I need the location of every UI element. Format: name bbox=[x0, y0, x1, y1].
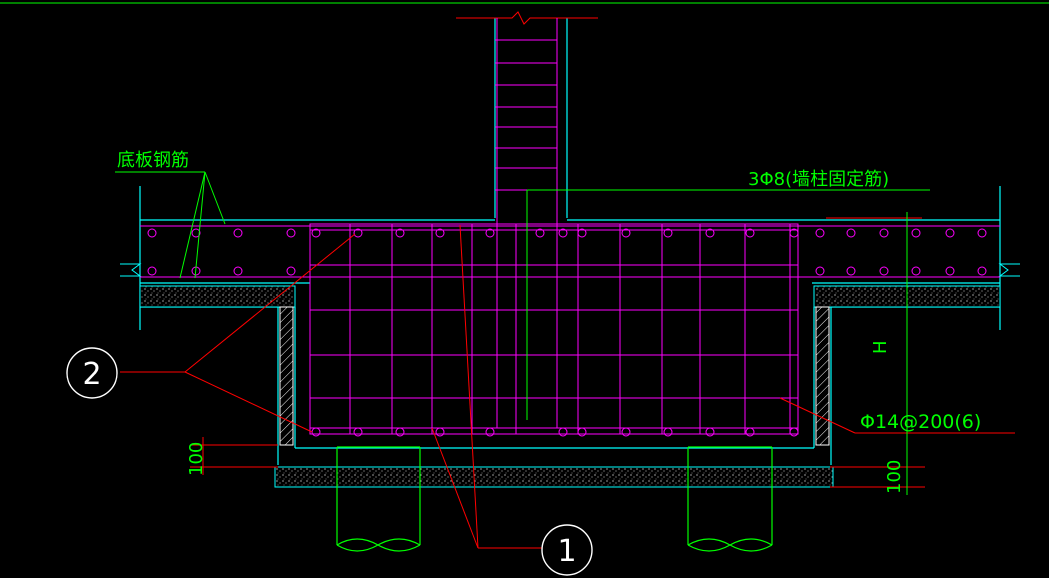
rebar-dot bbox=[286, 228, 296, 238]
pile-right bbox=[687, 446, 773, 552]
label-wall-column-rebar: 3Φ8(墙柱固定筋) bbox=[748, 169, 889, 190]
label-slab-rebar: 底板钢筋 bbox=[117, 150, 189, 171]
rebar-dot bbox=[815, 228, 825, 238]
leader-lines-callout-2 bbox=[120, 233, 356, 433]
rebar-dot bbox=[558, 427, 568, 437]
rebar-dot bbox=[435, 228, 445, 238]
callout-1: 1 bbox=[541, 524, 593, 576]
rebar-dot bbox=[945, 228, 955, 238]
rebar-dot bbox=[977, 228, 987, 238]
rebar-dot bbox=[435, 427, 445, 437]
rebar-dot bbox=[846, 266, 856, 276]
rebar-dot bbox=[911, 266, 921, 276]
rebar-dot bbox=[705, 228, 715, 238]
wall-vertical-rebar bbox=[496, 18, 558, 428]
rebar-dot bbox=[485, 228, 495, 238]
slab-outline bbox=[139, 186, 1001, 330]
rebar-dot bbox=[395, 228, 405, 238]
rebar-dot bbox=[535, 228, 545, 238]
rebar-dot bbox=[815, 266, 825, 276]
rebar-dot bbox=[621, 228, 631, 238]
dimension-left bbox=[190, 437, 278, 475]
pit-wall-hatch-left bbox=[279, 306, 294, 446]
rebar-dot bbox=[745, 228, 755, 238]
rebar-dot bbox=[353, 427, 363, 437]
pit-wall-hatch-right bbox=[815, 306, 830, 446]
rebar-dot bbox=[395, 427, 405, 437]
rebar-dot bbox=[945, 266, 955, 276]
rebar-dots bbox=[147, 228, 987, 437]
rebar-dot bbox=[846, 228, 856, 238]
callout-2-number: 2 bbox=[82, 357, 101, 392]
break-line-top bbox=[456, 11, 598, 25]
rebar-dot bbox=[789, 427, 799, 437]
slab-rebar-lines bbox=[140, 225, 1000, 278]
wall-horizontal-rebar bbox=[495, 39, 557, 191]
slab-break-symbols bbox=[120, 263, 1020, 277]
rebar-dot bbox=[911, 228, 921, 238]
blinding-layer-left bbox=[139, 285, 296, 308]
callout-1-number: 1 bbox=[557, 534, 576, 569]
label-dim-right: 100 bbox=[884, 460, 905, 494]
rebar-dot bbox=[577, 427, 587, 437]
rebar-dot bbox=[577, 228, 587, 238]
rebar-dot bbox=[286, 266, 296, 276]
pit-rebar-grid bbox=[309, 223, 799, 435]
leader-lines-callout-1 bbox=[431, 224, 542, 549]
rebar-dot bbox=[663, 427, 673, 437]
rebar-dot bbox=[789, 228, 799, 238]
rebar-dot bbox=[233, 228, 243, 238]
label-height-symbol: H bbox=[870, 340, 891, 354]
rebar-dot bbox=[879, 266, 889, 276]
rebar-dot bbox=[663, 228, 673, 238]
wall-column-fixing-rebar bbox=[526, 189, 930, 420]
rebar-dot bbox=[558, 228, 568, 238]
rebar-dot bbox=[485, 427, 495, 437]
rebar-dot bbox=[147, 228, 157, 238]
rebar-dot bbox=[705, 427, 715, 437]
rebar-dot bbox=[311, 228, 321, 238]
wall-column bbox=[494, 18, 568, 218]
pit-bottom-blinding bbox=[274, 466, 834, 488]
rebar-dot bbox=[353, 228, 363, 238]
rebar-dot bbox=[977, 266, 987, 276]
rebar-dot bbox=[233, 266, 243, 276]
pile-left bbox=[336, 446, 421, 552]
leader-lines-slab-rebar bbox=[115, 171, 226, 279]
rebar-dot bbox=[147, 266, 157, 276]
pit-outline bbox=[277, 307, 832, 465]
dimension-right bbox=[826, 217, 925, 488]
callout-2: 2 bbox=[66, 347, 118, 399]
leader-line-stirrup bbox=[779, 397, 1015, 434]
rebar-dot bbox=[311, 427, 321, 437]
label-dim-left: 100 bbox=[186, 442, 207, 476]
label-stirrup-spec: Φ14@200(6) bbox=[860, 411, 981, 433]
rebar-dot bbox=[621, 427, 631, 437]
rebar-dot bbox=[879, 228, 889, 238]
rebar-dot bbox=[745, 427, 755, 437]
rebar-dot bbox=[191, 228, 201, 238]
